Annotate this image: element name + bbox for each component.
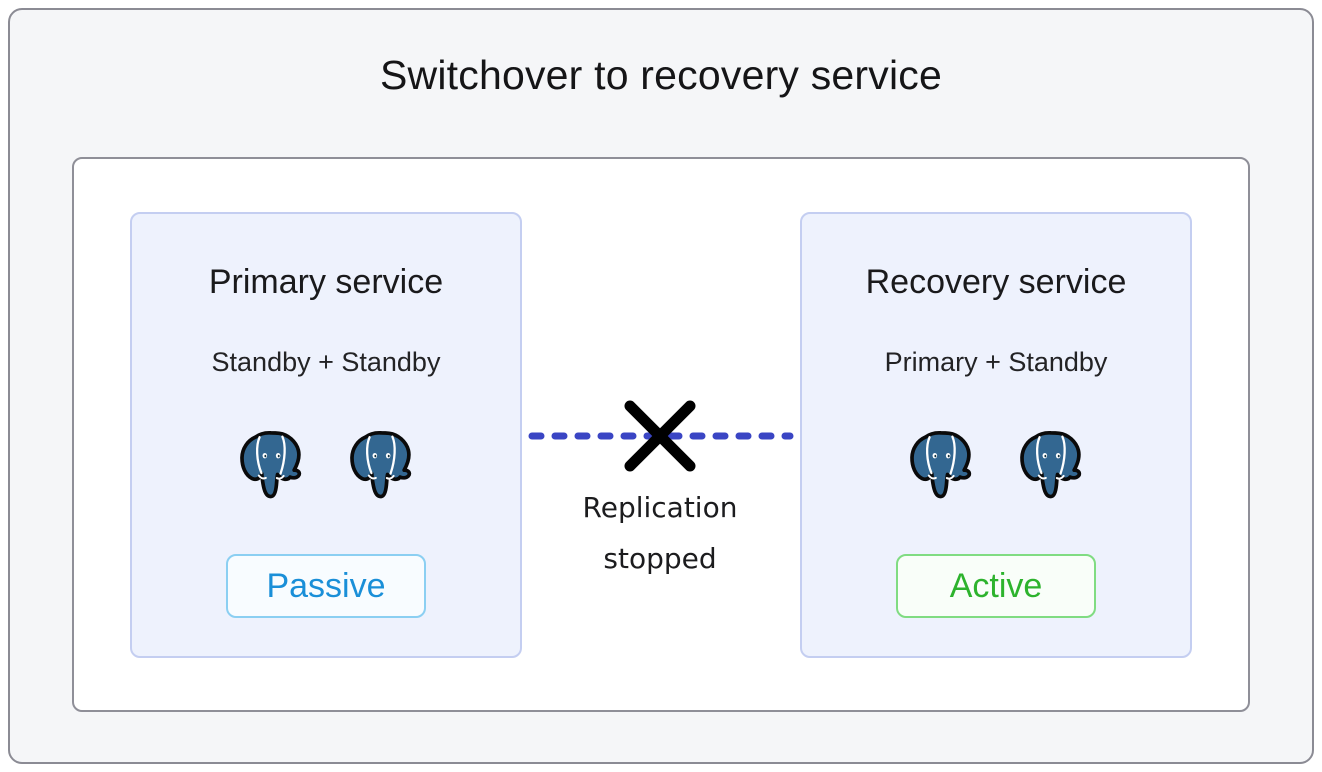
recovery-status-badge: Active (896, 554, 1096, 618)
recovery-card-title: Recovery service (865, 263, 1127, 301)
primary-status-badge: Passive (226, 554, 426, 618)
replication-stopped-label: Replication stopped (520, 482, 800, 584)
postgresql-icon (346, 428, 416, 504)
primary-service-card: Primary service Standby + Standby Passiv… (130, 212, 522, 658)
primary-database-icons (236, 428, 416, 504)
replication-dashed-line (528, 432, 794, 440)
recovery-card-subtitle: Primary + Standby (884, 347, 1108, 377)
postgresql-icon (1016, 428, 1086, 504)
replication-label-line2: stopped (603, 542, 717, 575)
diagram-title: Switchover to recovery service (380, 52, 942, 98)
postgresql-icon (906, 428, 976, 504)
postgresql-icon (236, 428, 306, 504)
recovery-database-icons (906, 428, 1086, 504)
recovery-service-card: Recovery service Primary + Standby Activ… (800, 212, 1192, 658)
replication-label-line1: Replication (582, 491, 738, 524)
x-mark-icon (624, 400, 696, 472)
primary-card-subtitle: Standby + Standby (211, 347, 441, 377)
primary-card-title: Primary service (208, 263, 444, 301)
